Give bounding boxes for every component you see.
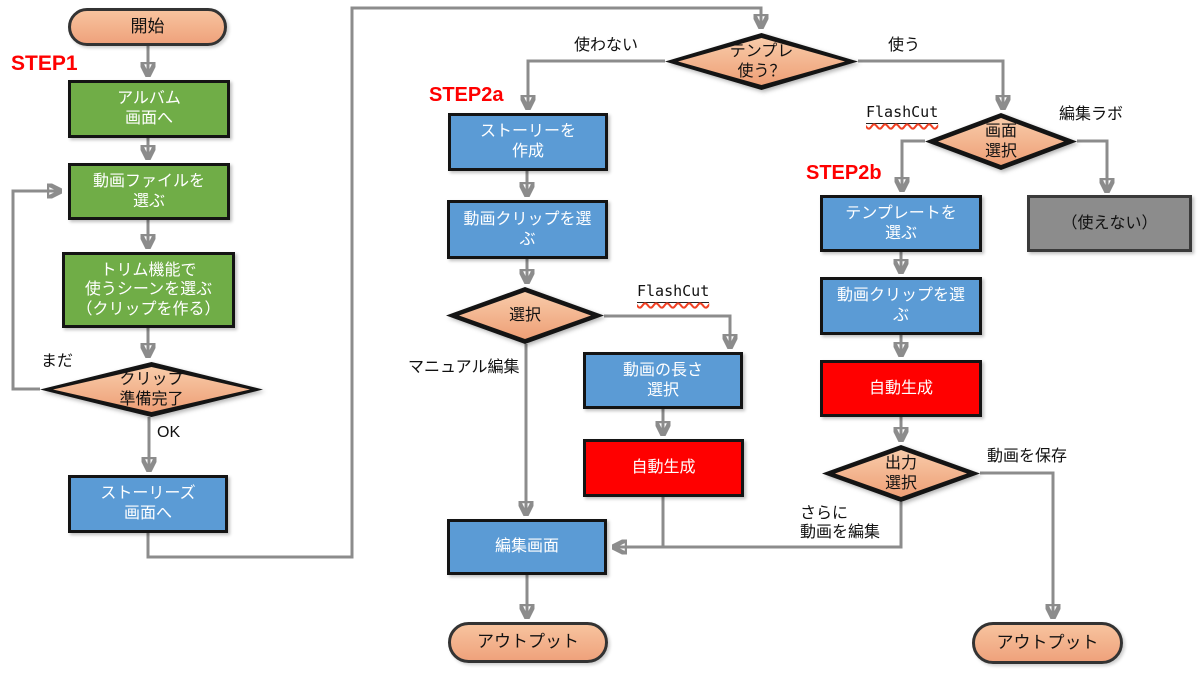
edge-label-dont-use: 使わない	[574, 37, 639, 54]
edge-label-flashcut-2a: FlashCut	[637, 282, 710, 303]
decision-clip-ready: クリップ 準備完了	[40, 362, 263, 417]
process-auto-generate-2b: 自動生成	[820, 360, 982, 417]
decision-screen-select-label: 画面 選択	[984, 122, 1017, 160]
edge-outputselect-editscreen	[615, 502, 903, 547]
edge-label-not-yet: まだ	[41, 353, 74, 370]
terminal-start: 開始	[68, 8, 227, 46]
process-edit-screen: 編集画面	[447, 519, 607, 575]
decision-output-select: 出力 選択	[822, 445, 980, 502]
step2a-label: STEP2a	[429, 84, 504, 106]
decision-screen-select: 画面 選択	[925, 113, 1077, 170]
edge-outputselect-outputright	[980, 471, 1053, 616]
edge-label-use: 使う	[888, 37, 921, 54]
edge-label-edit-lab: 編集ラボ	[1059, 106, 1124, 123]
decision-clip-ready-label: クリップ 準備完了	[119, 370, 184, 408]
edge-label-ok: OK	[157, 424, 181, 441]
edge-label-save-video: 動画を保存	[987, 448, 1068, 465]
process-create-story: ストーリーを 作成	[448, 113, 608, 171]
edge-screenselect-picktemplate	[902, 139, 925, 189]
edge-usetemplate-screenselect	[858, 59, 1003, 107]
process-pick-video-file: 動画ファイルを 選ぶ	[68, 163, 230, 220]
edge-label-manual-edit: マニュアル編集	[408, 359, 520, 376]
process-video-length: 動画の長さ 選択	[583, 352, 743, 409]
edge-label-edit-more: さらに 動画を編集	[800, 505, 881, 542]
edge-stories-usetemplate	[146, 6, 761, 559]
decision-select: 選択	[446, 287, 604, 344]
process-pick-clip-2b: 動画クリップを選 ぶ	[820, 277, 982, 335]
process-not-usable: （使えない）	[1027, 195, 1192, 252]
edge-ready-loop-file	[11, 191, 59, 391]
decision-use-template-label: テンプレ 使う？	[729, 42, 794, 80]
terminal-output-right: アウトプット	[972, 622, 1123, 664]
process-stories-screen: ストーリーズ 画面へ	[68, 475, 228, 533]
step1-label: STEP1	[11, 52, 78, 75]
edge-select-videolength	[604, 314, 730, 346]
terminal-output-left: アウトプット	[448, 622, 608, 663]
process-pick-clip-2a: 動画クリップを選 ぶ	[447, 200, 608, 259]
decision-select-label: 選択	[508, 306, 541, 324]
process-album-screen: アルバム 画面へ	[68, 80, 230, 138]
decision-use-template: テンプレ 使う？	[665, 33, 858, 90]
decision-output-select-label: 出力 選択	[884, 454, 917, 492]
edge-screenselect-notusable	[1077, 139, 1107, 190]
process-trim-scene: トリム機能で 使うシーンを選ぶ （クリップを作る）	[62, 252, 235, 328]
edge-label-flashcut-2b: FlashCut	[866, 103, 939, 124]
process-auto-generate-2a: 自動生成	[583, 439, 744, 497]
step2b-label: STEP2b	[806, 162, 882, 184]
edge-usetemplate-createstory	[528, 59, 665, 107]
process-pick-template: テンプレートを 選ぶ	[820, 195, 982, 252]
